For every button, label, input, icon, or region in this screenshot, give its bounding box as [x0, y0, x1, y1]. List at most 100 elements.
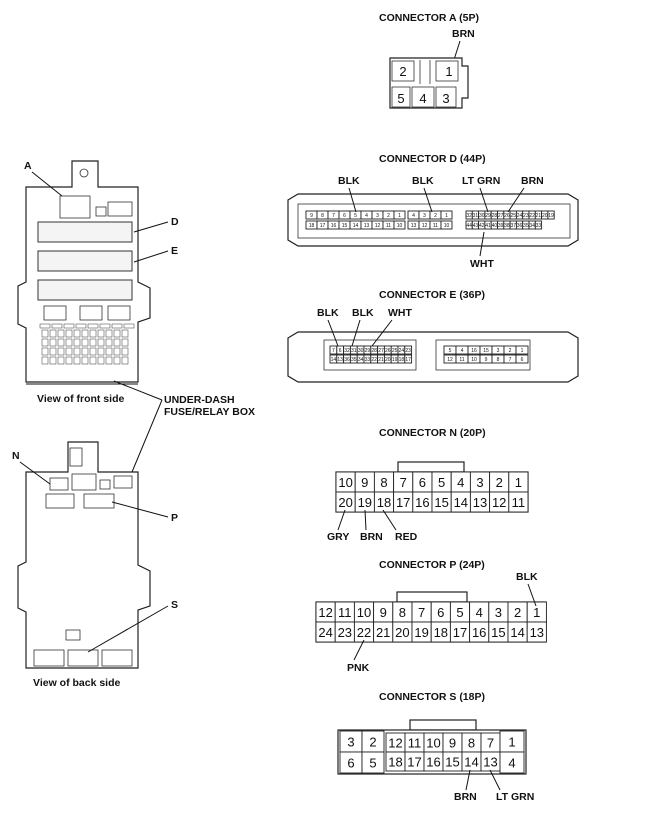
back-view-caption: View of back side — [33, 677, 121, 689]
connector-e-left-top-pin-29: 29 — [365, 348, 371, 354]
connector-s-pin-8: 8 — [468, 736, 475, 751]
connector-d-bottom-pin-17: 17 — [320, 223, 326, 229]
connector-e-right-bottom-pin-12: 12 — [447, 357, 453, 363]
connector-e-body — [287, 331, 579, 383]
connector-s-pin-12: 12 — [388, 736, 402, 751]
connector-e-wire-blk-2: BLK — [352, 307, 374, 319]
connector-e-wire-blk-1: BLK — [317, 307, 339, 319]
fuse-slot — [89, 347, 97, 356]
connector-s-pin-4-cell — [499, 751, 525, 774]
label-p: P — [171, 512, 178, 524]
connector-e-right-top-pin-1-cell — [515, 345, 529, 355]
connector-d-right-top-pin-26: 26 — [504, 213, 510, 219]
connector-s-wire-brn: BRN — [454, 791, 477, 803]
connector-p-pin-5: 5 — [456, 605, 463, 620]
connector-e-right-top-pin-4: 4 — [461, 348, 464, 354]
connector-d-right-top-pin-31: 31 — [473, 213, 479, 219]
label-e: E — [171, 245, 178, 257]
connector-d-top-pin-1: 1 — [398, 213, 401, 219]
connector-d-top-pin-9: 9 — [310, 213, 313, 219]
connector-d-right-top-pin-19-cell — [547, 210, 555, 220]
connector-e-right-bottom-pin-9: 9 — [485, 357, 488, 363]
box-name-line2: FUSE/RELAY BOX — [164, 406, 255, 418]
connector-s-wire-ltgrn: LT GRN — [496, 791, 534, 803]
connector-d-bottom-pin-14: 14 — [353, 223, 359, 229]
connector-d-right-top-pin-30: 30 — [479, 213, 485, 219]
connector-s-pin-15: 15 — [445, 755, 459, 770]
connector-d-right-bottom-pin-36: 36 — [517, 223, 523, 229]
connector-n-pin-17: 17 — [396, 495, 410, 510]
connector-d-mid-top-pin-3: 3 — [423, 213, 426, 219]
connector-n-pin-10: 10 — [338, 475, 352, 490]
connector-n-pin-14: 14 — [454, 495, 468, 510]
connector-n-pin-15: 15 — [434, 495, 448, 510]
connector-d-bottom-pin-13: 13 — [364, 223, 370, 229]
connector-d-right-bottom-pin-39: 39 — [498, 223, 504, 229]
connector-d-mid-bottom-pin-12: 12 — [422, 223, 428, 229]
fuse-slot — [73, 347, 81, 356]
connector-e-left-bottom-pin-33: 33 — [365, 357, 371, 363]
connector-p-pin-16: 16 — [472, 625, 486, 640]
connector-e-left-bottom-pin-22: 22 — [371, 357, 377, 363]
connector-d-mid-bottom-pin-13: 13 — [411, 223, 417, 229]
connector-a-pin-3: 3 — [442, 91, 449, 106]
connector-d-right-bottom-pin-33: 33 — [536, 223, 542, 229]
connector-d-bottom-pin-10: 10 — [397, 223, 403, 229]
fuse-slot — [73, 356, 81, 365]
fuse-slot — [99, 323, 111, 329]
connector-s-pin-16: 16 — [426, 755, 440, 770]
connector-n-wire-red: RED — [395, 531, 418, 543]
connector-p-pin-9: 9 — [380, 605, 387, 620]
connector-d-right-bottom-pin-42: 42 — [479, 223, 485, 229]
connector-e-title: CONNECTOR E (36P) — [379, 289, 485, 301]
fuse-slot — [63, 323, 75, 329]
fuse-slot — [113, 338, 121, 347]
connector-e-left-top-pin-26: 26 — [385, 348, 391, 354]
fuse-slot — [65, 329, 73, 338]
connector-n-pin-2: 2 — [496, 475, 503, 490]
connector-p-pin-22: 22 — [357, 625, 371, 640]
connector-d-mid-bottom-pin-10-cell — [440, 220, 453, 230]
connector-s-pin-18: 18 — [388, 755, 402, 770]
fuse-slot — [51, 323, 63, 329]
connector-d-wire-brn: BRN — [521, 175, 544, 187]
label-s: S — [171, 599, 178, 611]
connector-p-pin-14: 14 — [510, 625, 524, 640]
connector-n-pin-20: 20 — [338, 495, 352, 510]
connector-p-pin-19: 19 — [414, 625, 428, 640]
connector-p-pin-2: 2 — [514, 605, 521, 620]
connector-s-title: CONNECTOR S (18P) — [379, 691, 485, 703]
connector-d-top-pin-3: 3 — [376, 213, 379, 219]
connector-d-wire-wht: WHT — [470, 258, 494, 270]
fuse-slot — [97, 338, 105, 347]
connector-n-pin-4: 4 — [457, 475, 464, 490]
fuse-slot — [49, 329, 57, 338]
fuse-slot — [81, 329, 89, 338]
connector-s-pin-13: 13 — [483, 755, 497, 770]
connector-p-pin-21: 21 — [376, 625, 390, 640]
connector-p-pin-20: 20 — [395, 625, 409, 640]
connector-a-pin-5: 5 — [397, 91, 404, 106]
connector-e-left-top-pin-32: 32 — [344, 348, 350, 354]
connector-a-body — [389, 57, 469, 109]
connector-e-left-bottom-pin-13: 13 — [337, 357, 343, 363]
fuse-slot — [111, 323, 123, 329]
connector-p-pin-6: 6 — [437, 605, 444, 620]
connector-e-right-bottom-pin-7: 7 — [509, 357, 512, 363]
connector-e-left-top-pin-27: 27 — [378, 348, 384, 354]
connector-n-pin-6: 6 — [419, 475, 426, 490]
connector-e-right-bottom-pin-6: 6 — [521, 357, 524, 363]
connector-d-top-pin-5: 5 — [354, 213, 357, 219]
connector-n-pin-19: 19 — [358, 495, 372, 510]
connector-n-pin-8: 8 — [380, 475, 387, 490]
connector-p-wire-pnk: PNK — [347, 662, 370, 674]
fuse-slot — [121, 347, 129, 356]
connector-d-right-bottom-pin-44: 44 — [466, 223, 472, 229]
connector-d-top-pin-7: 7 — [332, 213, 335, 219]
connector-e-right-top-pin-5: 5 — [449, 348, 452, 354]
fuse-slot — [87, 323, 99, 329]
fuse-slot — [41, 356, 49, 365]
connector-d-body — [287, 193, 579, 247]
